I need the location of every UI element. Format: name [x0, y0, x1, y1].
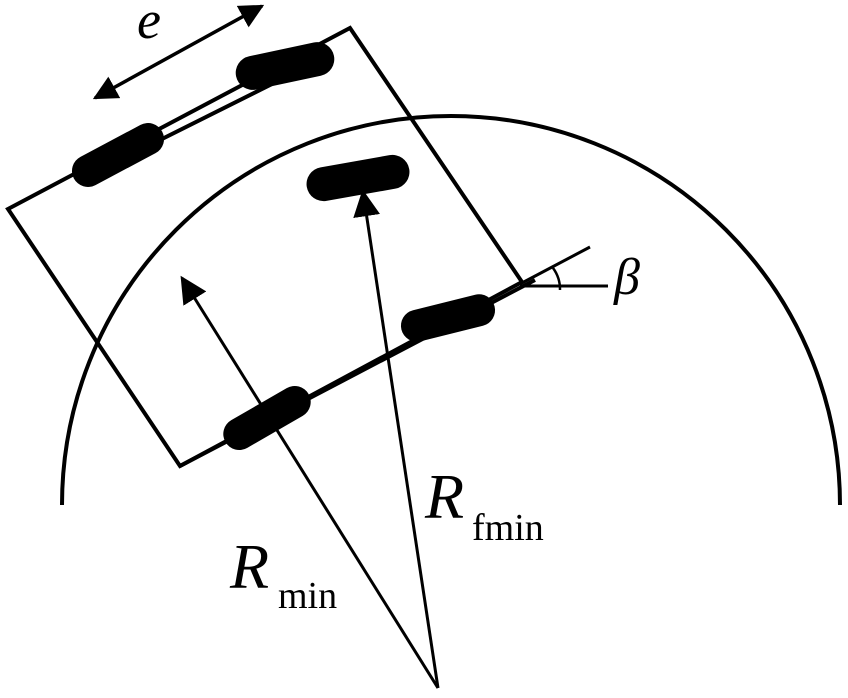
r-fmin-main-label: R [424, 461, 464, 532]
r-min-main-label: R [229, 531, 269, 602]
beta-line-upper [519, 245, 591, 286]
r-fmin-arrow [353, 189, 440, 689]
r-min-subscript: min [278, 575, 337, 617]
turning-arc [60, 114, 842, 506]
wheel-front-right [400, 294, 496, 342]
wheel-middle [306, 154, 410, 202]
beta-arc [551, 267, 562, 291]
beta-label: β [613, 249, 640, 306]
wheel-front-left [235, 42, 335, 90]
wheel-rear-right [223, 386, 311, 450]
r-min-arrow [180, 275, 440, 689]
wheel-rear-left [71, 123, 165, 187]
vehicle-body [5, 25, 525, 469]
e-double-arrow [92, 4, 265, 100]
e-label: e [137, 0, 161, 50]
r-fmin-subscript: fmin [472, 507, 544, 549]
